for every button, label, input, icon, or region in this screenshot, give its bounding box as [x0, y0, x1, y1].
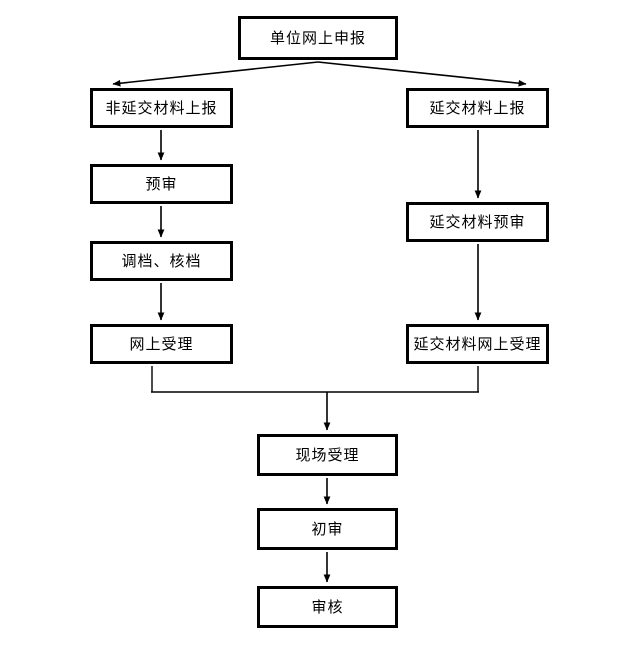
node-onsite-acceptance[interactable]: 现场受理: [257, 434, 398, 476]
edge-declare-to-nondelay: [112, 61, 319, 87]
node-first-review[interactable]: 初审: [257, 508, 398, 550]
node-non-deferred-material-submission[interactable]: 非延交材料上报: [90, 88, 233, 128]
node-label: 延交材料上报: [429, 98, 526, 117]
node-label: 现场受理: [295, 445, 360, 464]
edge-declare-to-delay: [317, 61, 527, 87]
node-label: 单位网上申报: [269, 28, 366, 47]
node-preliminary-review[interactable]: 预审: [90, 164, 233, 204]
node-label: 延交材料预审: [429, 212, 526, 231]
node-label: 非延交材料上报: [105, 98, 218, 117]
node-label: 网上受理: [129, 334, 194, 353]
node-label: 预审: [145, 174, 178, 193]
node-deferred-material-preliminary-review[interactable]: 延交材料预审: [406, 202, 549, 242]
node-label: 初审: [311, 519, 344, 538]
node-label: 调档、核档: [121, 251, 202, 270]
node-deferred-material-submission[interactable]: 延交材料上报: [406, 88, 549, 128]
node-unit-online-declaration[interactable]: 单位网上申报: [238, 16, 398, 60]
node-label: 延交材料网上受理: [413, 334, 542, 353]
node-online-acceptance[interactable]: 网上受理: [90, 324, 233, 364]
node-label: 审核: [311, 597, 344, 616]
node-final-review[interactable]: 审核: [257, 586, 398, 628]
node-deferred-material-online-acceptance[interactable]: 延交材料网上受理: [406, 324, 549, 364]
node-retrieve-and-verify-archive[interactable]: 调档、核档: [90, 241, 233, 281]
